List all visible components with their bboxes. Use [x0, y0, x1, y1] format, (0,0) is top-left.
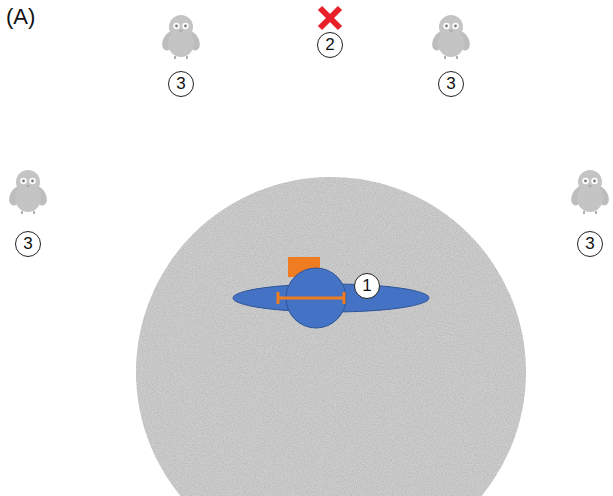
callout-number: 3 [577, 231, 603, 257]
chick-icon [159, 15, 202, 59]
arena-floor [136, 177, 526, 496]
callout-number: 3 [168, 71, 194, 97]
callout-number: 3 [438, 71, 464, 97]
callout-number: 1 [354, 273, 380, 299]
chick-icon [568, 170, 611, 214]
callout-number: 2 [317, 32, 343, 58]
callout-number: 3 [15, 231, 41, 257]
subject-figure [233, 257, 429, 328]
target-cross [320, 8, 340, 28]
chick-icon [429, 15, 472, 59]
chick-icon [6, 170, 49, 214]
panel-label: (A) [6, 4, 35, 30]
